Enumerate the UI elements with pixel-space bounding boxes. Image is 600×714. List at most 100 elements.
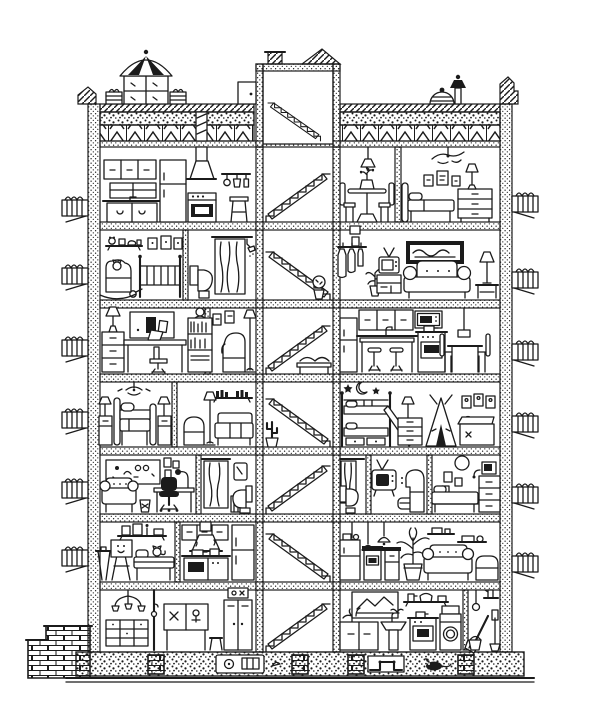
staircase-flight <box>265 173 331 223</box>
room-bedroom <box>98 381 172 446</box>
pendant-lamp <box>457 307 471 338</box>
toilet <box>189 265 213 299</box>
dining-chair <box>378 182 395 223</box>
wingback-chair <box>221 332 246 373</box>
bed-with-cat <box>133 545 175 581</box>
pull-toy <box>129 288 143 298</box>
wall-shelves <box>426 527 488 544</box>
pedestal-table <box>347 188 387 223</box>
toy-shelf <box>104 236 144 251</box>
cabinet-plant <box>339 607 379 651</box>
hanging-mobile <box>117 381 151 396</box>
room-bedroom <box>94 523 175 581</box>
tv-cabinet <box>376 247 402 294</box>
sofa <box>214 412 254 446</box>
room-kids <box>340 381 496 448</box>
bulkhead-gable <box>300 48 342 65</box>
bucket <box>468 635 482 651</box>
floor-2 <box>94 521 499 581</box>
wall-shelf <box>116 523 168 541</box>
pantry-fridge <box>159 159 187 223</box>
room-lounge <box>183 390 254 446</box>
room-cleaning-closet <box>464 589 501 654</box>
stars-moon-decor <box>343 381 380 395</box>
rat <box>425 658 452 671</box>
floor-slab <box>99 373 501 383</box>
parapet-right <box>499 76 519 105</box>
shower <box>210 235 256 295</box>
stove <box>362 546 383 581</box>
floor-6 <box>99 225 500 300</box>
divider-wall <box>174 521 181 583</box>
room-bedroom <box>431 455 501 513</box>
waste-bin <box>139 499 151 513</box>
foundation <box>24 624 536 683</box>
desk-chair <box>149 346 168 374</box>
antenna-tv <box>371 459 403 497</box>
coat-pole <box>150 588 159 652</box>
table-lamp <box>465 163 479 190</box>
bar-stool <box>229 196 249 223</box>
bar-stool <box>389 347 404 372</box>
divider-wall <box>394 146 402 223</box>
desk-laptop <box>123 329 187 373</box>
room-bathroom-left <box>200 457 253 514</box>
double-bed <box>113 397 157 446</box>
tub-chair <box>183 416 205 446</box>
stove-kettle <box>406 611 440 651</box>
washing-machine <box>439 605 462 651</box>
dresser-lamp <box>397 396 423 446</box>
wall-sign <box>227 587 249 599</box>
floor-slab <box>99 446 501 456</box>
greenhouse-hut <box>119 49 173 105</box>
book-shelf <box>210 390 254 403</box>
stool <box>208 636 224 651</box>
framed-artwork <box>351 591 399 619</box>
pipework <box>367 655 405 673</box>
floor-slab <box>99 581 501 591</box>
exterior-wall-left <box>87 103 101 653</box>
microwave-shelf <box>414 310 443 329</box>
roof-access-door <box>237 81 257 105</box>
bookshelf-bust <box>187 307 213 373</box>
pedestal-sink <box>380 608 407 651</box>
abstract-wall-art <box>105 459 161 485</box>
toy-chest <box>457 415 495 446</box>
nightstand-lamp <box>157 396 172 446</box>
divider-wall <box>365 454 372 515</box>
wall-shelf <box>402 592 450 607</box>
range-hood <box>185 146 218 181</box>
stair-bulkhead <box>237 48 342 148</box>
room-dining-nook <box>339 146 395 223</box>
floor-1 <box>105 587 501 654</box>
brick-pier <box>291 654 309 675</box>
easel <box>110 539 133 581</box>
picture-frames <box>461 393 496 409</box>
brick-pier <box>147 654 165 675</box>
room-utility-kitchen <box>339 591 462 651</box>
room-kitchenette <box>180 521 255 581</box>
dome-grill <box>429 87 455 105</box>
landing-cactus <box>265 420 279 448</box>
drawer-unit-lamp <box>101 306 125 373</box>
island-counter <box>355 326 419 373</box>
service-counter <box>163 603 209 651</box>
armchair <box>99 477 139 513</box>
floor-slab <box>99 299 501 309</box>
bar-stool <box>367 347 382 372</box>
room-bathroom-right <box>338 457 366 514</box>
room-open-living-kitchen <box>339 521 499 581</box>
staircase-flight <box>265 533 331 583</box>
ceiling-fan <box>431 146 465 165</box>
nightstand-lamp <box>98 396 113 446</box>
bulkhead-chimney <box>267 51 283 65</box>
side-table <box>94 546 114 581</box>
brick-pier <box>457 654 475 675</box>
floor-3 <box>99 455 501 514</box>
staircase-flight <box>265 603 331 653</box>
picture-frames <box>147 235 183 250</box>
hanging-bulb <box>471 589 481 612</box>
sofa <box>402 260 472 299</box>
room-office <box>101 306 213 374</box>
leaf <box>271 661 281 667</box>
